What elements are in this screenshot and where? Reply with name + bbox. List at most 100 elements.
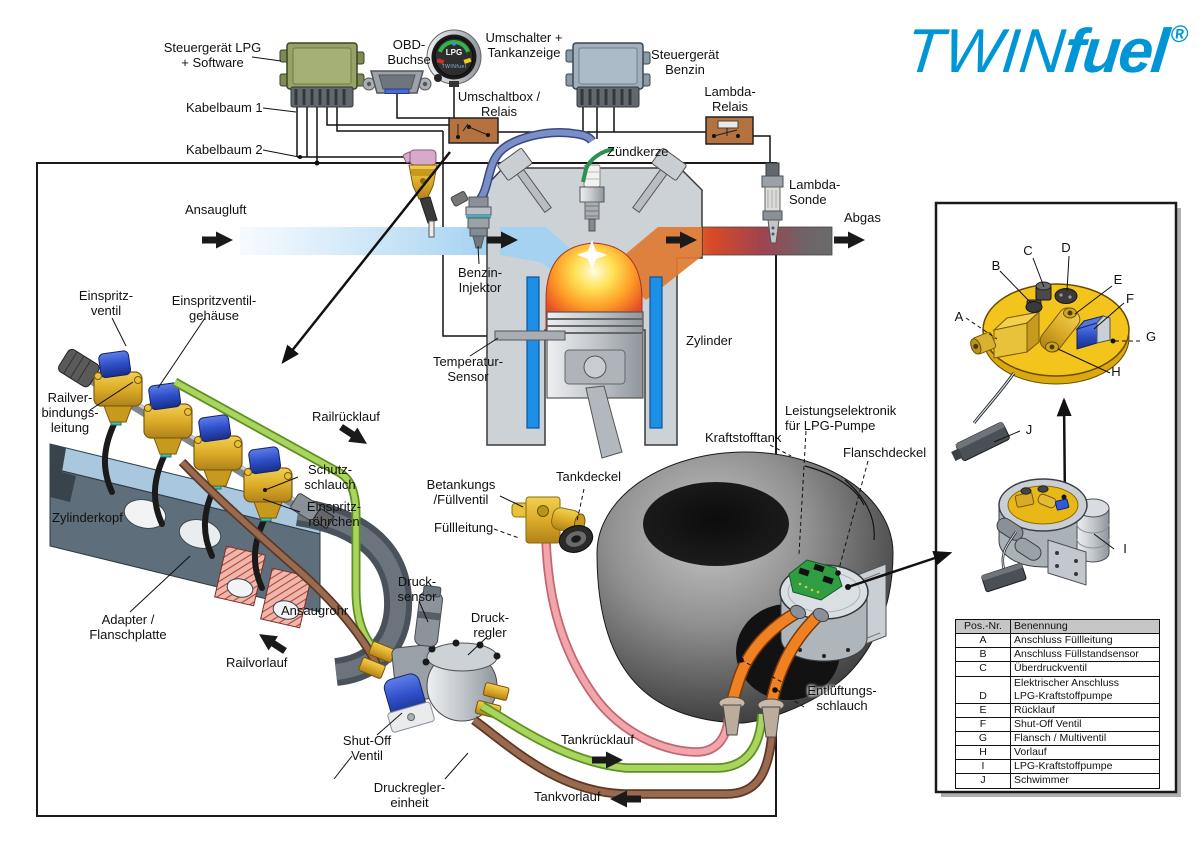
legend-pos-cell: C <box>955 661 1011 677</box>
temperature-sensor-icon <box>494 330 566 341</box>
label-druckregler: Druck- regler <box>470 610 510 641</box>
pressure-sensor-icon <box>414 585 444 647</box>
label-schutzschlauch: Schutz- schlauch <box>304 462 356 493</box>
label-druckreglereinheit: Druckregler- einheit <box>373 780 446 811</box>
benzin-injector-icon <box>450 191 492 249</box>
logo-fuel: fuel <box>1060 17 1170 86</box>
legend-name-cell: Vorlauf <box>1010 745 1160 761</box>
logo-twin: TWIN <box>902 17 1068 86</box>
label-zylinderkopf: Zylinderkopf <box>52 510 123 525</box>
label-einspritzventilgehaeuse: Einspritzventil- gehäuse <box>171 293 257 324</box>
spark-plug-wire <box>581 147 615 183</box>
multivalve-detail <box>951 255 1140 461</box>
label-shutoff-ventil: Shut-Off Ventil <box>342 733 392 764</box>
legend-pos-cell: B <box>955 647 1011 663</box>
legend-pos-cell: J <box>955 773 1011 789</box>
label-umschalter: Umschalter + Tankanzeige <box>485 30 563 61</box>
label-tankdeckel: Tankdeckel <box>556 469 622 484</box>
lambda-relais-icon <box>705 116 754 145</box>
label-umschaltbox: Umschaltbox / Relais <box>457 89 541 120</box>
registered-mark: ® <box>1168 21 1190 48</box>
legend-name-cell: Flansch / Multiventil <box>1010 730 1160 747</box>
lambda-sonde-icon <box>761 162 784 244</box>
label-steuergeraet-lpg: Steuergerät LPG + Software <box>163 40 262 71</box>
legend-pos-cell: I <box>955 759 1011 775</box>
fill-line <box>541 539 734 757</box>
legend-name-cell: LPG-Kraftstoffpumpe <box>1010 759 1160 775</box>
label-abgas: Abgas <box>844 210 881 225</box>
lpg-ecu-icon <box>279 42 365 108</box>
pos-letter-j: J <box>1025 422 1033 437</box>
legend-name-cell: Shut-Off Ventil <box>1010 716 1160 733</box>
label-kabelbaum-1: Kabelbaum 1 <box>186 100 263 115</box>
label-flanschdeckel: Flanschdeckel <box>843 445 927 460</box>
label-zuendkerze: Zündkerze <box>607 144 669 159</box>
obd-connector-icon <box>362 70 432 94</box>
legend-col-header: Benennung <box>1010 618 1160 635</box>
pos-letter-b: B <box>991 258 1001 273</box>
label-steuergeraet-benzin: Steuergerät Benzin <box>651 47 719 78</box>
tank-ruecklauf-line <box>479 701 767 773</box>
umschaltbox-icon <box>448 117 499 144</box>
pos-letter-h: H <box>1111 364 1121 379</box>
legend-name-cell: Anschluss Füllstandsensor <box>1010 647 1160 663</box>
float-icon <box>981 562 1027 593</box>
label-temperatur-sensor: Temperatur- Sensor <box>432 354 504 385</box>
label-einspritzroehrchen: Einspritz- röhrchen <box>306 499 362 530</box>
label-kabelbaum-2: Kabelbaum 2 <box>186 142 263 157</box>
label-railvorlauf: Railvorlauf <box>226 655 288 670</box>
rail-vorlauf-line <box>178 458 382 668</box>
pump-electronics-pcb <box>788 559 843 601</box>
fuel-gauge-icon <box>426 29 482 87</box>
label-leistungselektronik: Leistungselektronik für LPG-Pumpe <box>785 403 897 434</box>
pos-letter-d: D <box>1061 240 1071 255</box>
label-drucksensor: Druck- sensor <box>397 574 437 605</box>
pos-letter-a: A <box>954 309 964 324</box>
pos-letter-g: G <box>1145 329 1157 344</box>
legend-name-cell: Elektrischer Anschluss LPG-Kraftstoffpum… <box>1010 675 1160 704</box>
shutoff-valve-icon <box>383 673 435 733</box>
valve-right-icon <box>632 148 687 214</box>
tank-bottom-fittings <box>718 696 785 738</box>
engine-cylinder <box>486 148 703 459</box>
legend-pos-cell: A <box>955 633 1011 649</box>
label-kraftstofftank: Kraftstofftank <box>705 430 782 445</box>
legend-name-cell: Anschluss Füllleitung <box>1010 633 1160 649</box>
valve-left-icon <box>497 148 552 214</box>
float-icon <box>951 421 1010 461</box>
tank-cap-icon <box>558 525 594 553</box>
leader-lines <box>89 56 869 780</box>
label-fuellleitung: Füllleitung <box>434 520 494 535</box>
label-ansaugrohr: Ansaugrohr <box>281 603 349 618</box>
legend-name-cell: Rücklauf <box>1010 702 1160 718</box>
spark-icon <box>577 240 607 270</box>
legend-pos-cell: H <box>955 745 1011 761</box>
label-zylinder: Zylinder <box>686 333 733 348</box>
legend-pos-cell: F <box>955 716 1011 733</box>
rail-ruecklauf-line <box>172 378 389 662</box>
label-railruecklauf: Railrücklauf <box>312 409 380 424</box>
benzin-fuel-hose <box>473 128 596 207</box>
wiring-harness <box>262 87 771 337</box>
lpg-pump-detail <box>981 478 1115 593</box>
piston-icon <box>546 311 644 459</box>
label-ansaugluft: Ansaugluft <box>185 202 247 217</box>
gauge-brand: TWINfuel <box>441 64 467 70</box>
label-railverbindungsleitung: Railver- bindungs- leitung <box>41 390 99 436</box>
legend-pos-cell: E <box>955 702 1011 718</box>
legend-name-cell: Überdruckventil <box>1010 661 1160 677</box>
gauge-fuel-type: LPG <box>445 48 463 57</box>
legend-pos-cell: G <box>955 730 1011 747</box>
label-lambda-relais: Lambda- Relais <box>704 84 756 115</box>
label-benzin-injektor: Benzin- Injektor <box>457 265 503 296</box>
